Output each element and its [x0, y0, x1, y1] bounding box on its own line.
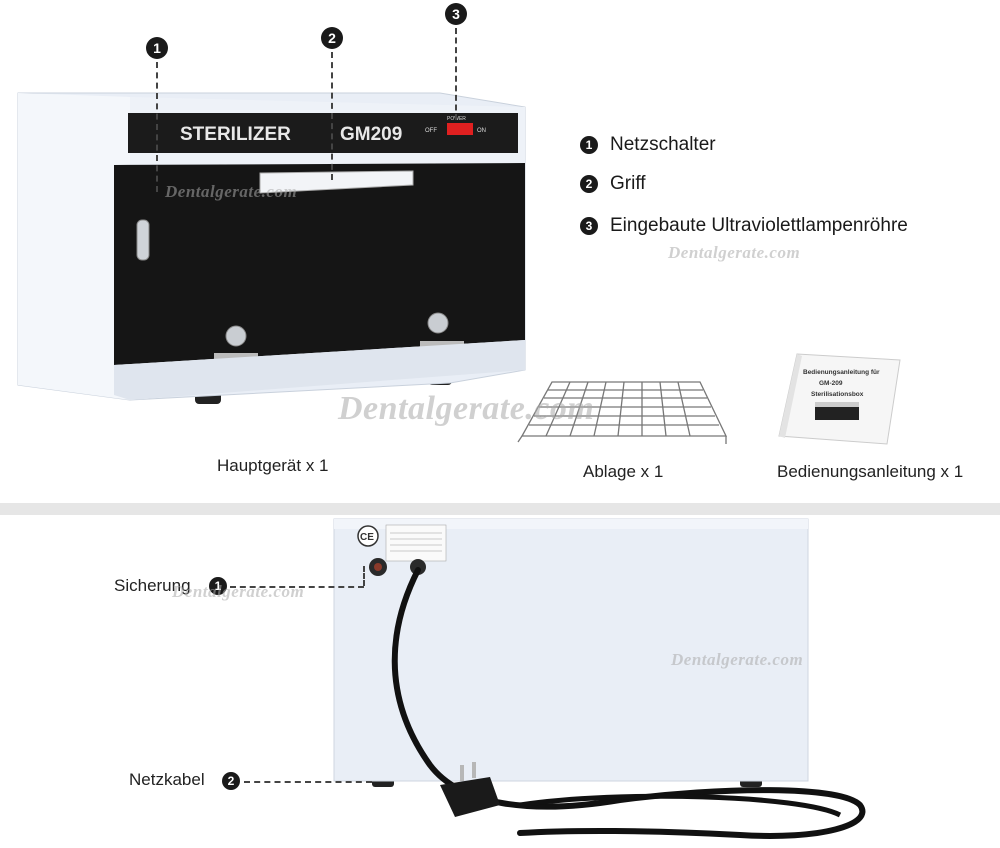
legend-item-uv-lamp: 3 Eingebaute Ultraviolettlampenröhre	[580, 215, 908, 237]
legend-item-netzschalter: 1 Netzschalter	[580, 134, 716, 156]
watermark-text: Dentalgerate.com	[165, 182, 298, 201]
manual-booklet-image: Bedienungsanleitung für GM-209 Sterilisa…	[778, 353, 901, 445]
watermark-text: Dentalgerate.com	[671, 650, 804, 669]
legend-badge: 2	[580, 175, 598, 193]
netzkabel-badge: 2	[222, 772, 240, 790]
watermark-text: Dentalgerate.com	[668, 243, 801, 262]
legend-badge: 1	[580, 136, 598, 154]
sicherung-badge: 1	[209, 577, 227, 595]
manual-subtitle-text: Sterilisationsbox	[811, 391, 864, 398]
sicherung-leader-line	[230, 586, 364, 588]
on-label-text: ON	[477, 128, 486, 134]
legend-label: Griff	[610, 173, 646, 194]
sterilizer-back-image: CE	[333, 518, 866, 839]
caption-shelf: Ablage x 1	[583, 462, 664, 481]
marker-1-badge: 1	[146, 37, 168, 59]
legend-item-griff: 2 Griff	[580, 173, 646, 195]
marker-3-leader-line	[455, 28, 457, 120]
section-divider	[0, 503, 1000, 515]
watermark-text: Dentalgerate.com	[172, 582, 305, 601]
device-brand-text: STERILIZER	[180, 124, 291, 145]
marker-2-leader-line	[331, 52, 333, 180]
sicherung-leader-line-vertical	[363, 566, 365, 586]
off-label-text: OFF	[425, 128, 437, 134]
marker-1-leader-line	[156, 62, 158, 192]
legend-label: Netzschalter	[610, 134, 716, 155]
caption-main-unit: Hauptgerät x 1	[217, 456, 329, 475]
legend-label: Eingebaute Ultraviolettlampenröhre	[610, 215, 908, 236]
device-model-text: GM209	[340, 124, 402, 145]
netzkabel-leader-line	[244, 781, 372, 783]
sterilizer-front-image: STERILIZER GM209 POWER OFF ON	[17, 92, 526, 404]
legend-badge: 3	[580, 217, 598, 235]
watermark-text: Dentalgerate.com	[338, 390, 595, 427]
manual-model-text: GM-209	[819, 380, 843, 387]
wire-shelf-image	[517, 381, 728, 444]
manual-title-text: Bedienungsanleitung für	[803, 369, 880, 376]
label-sicherung: Sicherung	[114, 576, 191, 595]
caption-manual: Bedienungsanleitung x 1	[777, 462, 964, 481]
ce-mark-text: CE	[360, 532, 374, 543]
marker-2-badge: 2	[321, 27, 343, 49]
label-netzkabel: Netzkabel	[129, 770, 205, 789]
power-switch	[447, 123, 473, 135]
marker-3-badge: 3	[445, 3, 467, 25]
